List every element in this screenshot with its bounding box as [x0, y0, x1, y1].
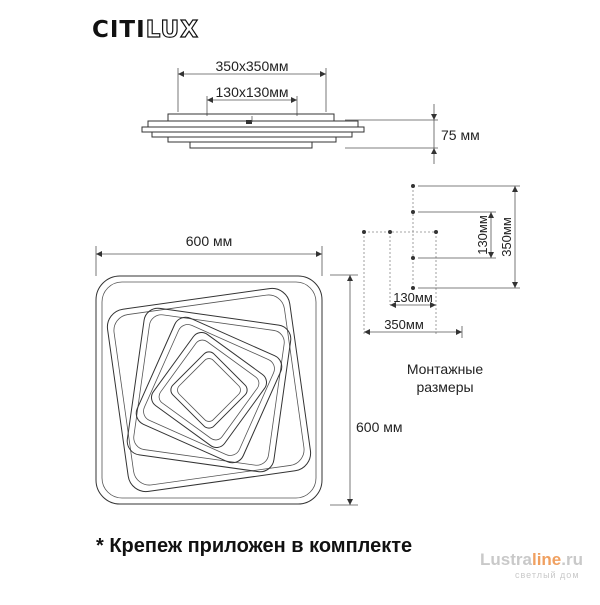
watermark-logo: Lustraline.ru светлый дом — [480, 550, 583, 580]
watermark-part1: Lustra — [480, 550, 533, 569]
svg-text:CITILUX: CITILUX — [92, 17, 199, 43]
mount-vertical-large-label: 350мм — [499, 217, 514, 257]
brand-name-part2: LUX — [146, 17, 199, 43]
brand-logo: CITILUX — [92, 16, 199, 43]
brand-name-part1: CITI — [92, 17, 146, 43]
fixture-top-outline — [95, 275, 323, 505]
side-outer-size-label: 350x350мм — [216, 58, 289, 74]
watermark-part3: .ru — [561, 550, 583, 569]
top-width-label: 600 мм — [186, 233, 233, 249]
mount-horizontal-small-label: 130мм — [393, 290, 433, 305]
side-view: 350x350мм 130x130мм 75 мм — [141, 58, 480, 164]
top-view: 600 мм 600 мм — [95, 233, 403, 506]
mounting-scheme: 130мм 350мм 130мм 350мм Монтажные размер… — [362, 184, 520, 395]
mount-horizontal-large-label: 350мм — [384, 317, 424, 332]
fixture-side-profile — [141, 113, 365, 149]
side-inner-size-label: 130x130мм — [216, 84, 289, 100]
mounting-caption-line1: Монтажные — [407, 361, 484, 377]
mount-vertical-small-label: 130мм — [475, 215, 490, 255]
top-height-label: 600 мм — [356, 419, 403, 435]
watermark-tagline: светлый дом — [515, 570, 580, 580]
mounting-holes — [362, 184, 438, 290]
footnote-text: * Крепеж приложен в комплекте — [96, 535, 412, 557]
mounting-caption-line2: размеры — [416, 379, 473, 395]
svg-text:Lustraline.ru: Lustraline.ru — [480, 550, 583, 569]
side-height-label: 75 мм — [441, 127, 480, 143]
watermark-part2: line — [532, 550, 561, 569]
